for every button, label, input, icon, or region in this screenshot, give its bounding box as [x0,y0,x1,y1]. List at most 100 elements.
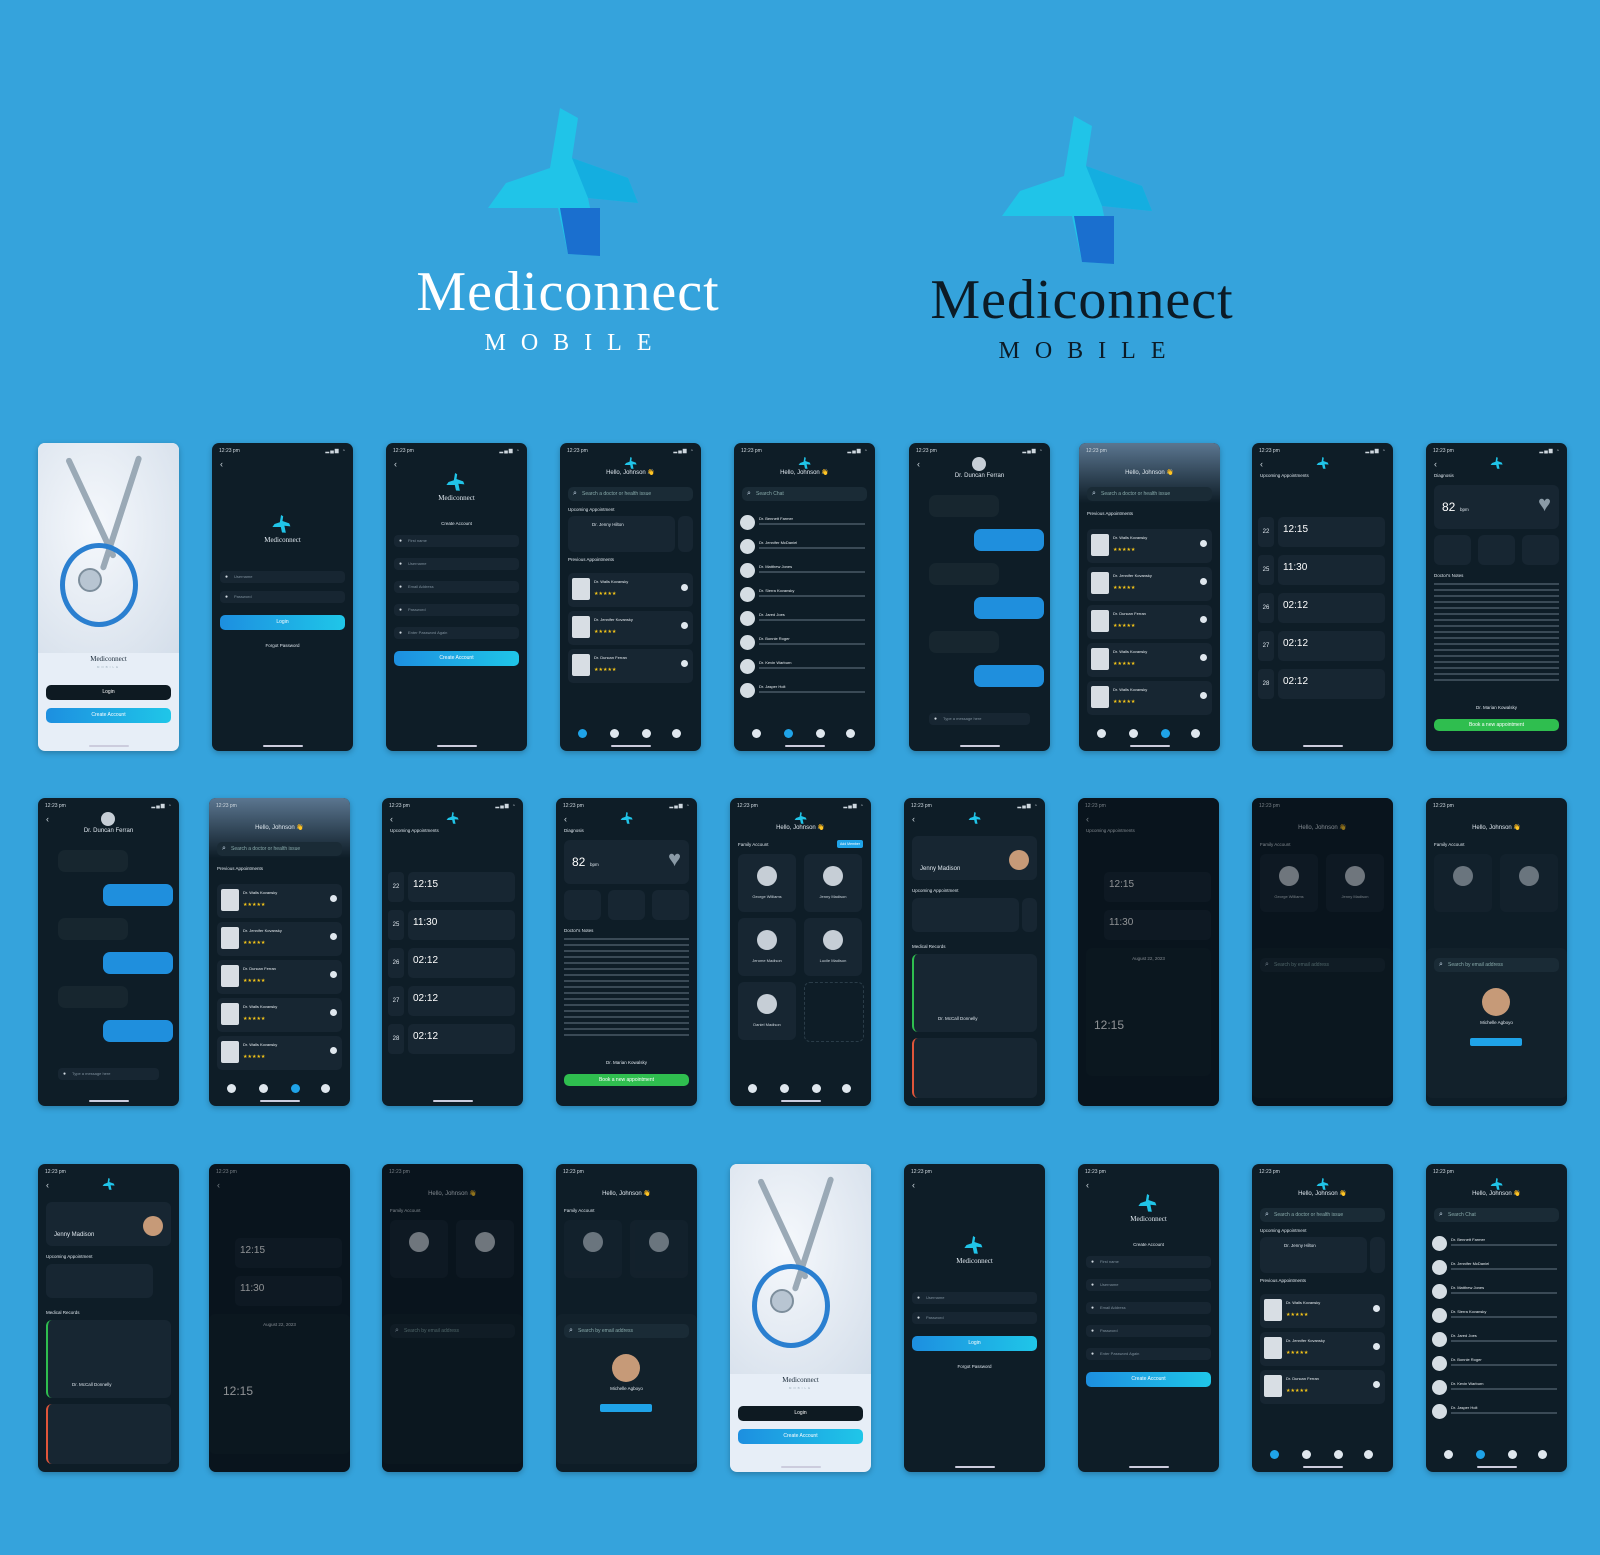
email-search-input[interactable]: Search by email address [1434,958,1559,972]
appointment-card[interactable]: 02:12 [1278,593,1385,623]
back-icon[interactable]: ‹ [46,1180,49,1190]
records-icon[interactable] [291,1084,300,1093]
back-icon[interactable]: ‹ [1086,814,1089,824]
record-card[interactable] [46,1404,171,1464]
search-sheet[interactable]: Search by email address Michelle Agboyo [1426,948,1567,1098]
chat-item[interactable]: Dr. Kevin Warburn [740,657,869,677]
chat-item[interactable]: Dr. Sierra Kovansky [740,585,869,605]
date-sheet[interactable]: August 22, 2023 12:15 [1086,948,1211,1076]
appointment-card[interactable]: 11:30 [1104,910,1211,940]
back-icon[interactable]: ‹ [912,814,915,824]
appointment-row[interactable]: Dr. Jennifer Kovansky★★★★★ [1087,567,1212,601]
book-appointment-button[interactable]: Book a new appointment [1434,719,1559,731]
search-input[interactable]: Search a doctor or health issue [568,487,693,501]
member-tile[interactable] [390,1220,448,1278]
records-icon[interactable] [816,729,825,738]
search-input[interactable]: Search a doctor or health issue [1087,487,1212,501]
search-input[interactable]: Search a doctor or health issue [217,842,342,856]
back-icon[interactable]: ‹ [1260,459,1263,469]
username-field[interactable]: Username [394,558,519,570]
search-sheet[interactable]: Search by email address [1252,948,1393,1098]
chat-item[interactable]: Dr. Jared Joes [740,609,869,629]
member-tile[interactable]: Daniel Madison [738,982,796,1040]
back-icon[interactable]: ‹ [912,1180,915,1190]
add-member-button[interactable]: Add Member [837,840,863,848]
records-icon[interactable] [812,1084,821,1093]
appointment-card[interactable]: 02:12 [408,1024,515,1054]
appointment-card[interactable]: 02:12 [408,986,515,1016]
appointment-card[interactable]: 02:12 [408,948,515,978]
member-tile[interactable]: Jerome Madison [738,918,796,976]
records-icon[interactable] [1508,1450,1517,1459]
empty-tile[interactable] [804,982,864,1042]
first-name-field[interactable]: First name [394,535,519,547]
date-sheet[interactable]: August 22, 2023 12:15 [209,1314,350,1454]
chat-item[interactable]: Dr. Jasper Holt [740,681,869,701]
record-card[interactable]: Dr. McCall Donnelly [46,1320,171,1398]
password-field[interactable]: Password [220,591,345,603]
profile-icon[interactable] [846,729,855,738]
chat-icon[interactable] [1476,1450,1485,1459]
chat-item[interactable]: Dr. Kevin Warburn [1432,1378,1561,1398]
chat-icon[interactable] [780,1084,789,1093]
password-again-field[interactable]: Enter Password Again [1086,1348,1211,1360]
email-search-input[interactable]: Search by email address [564,1324,689,1338]
member-tile[interactable] [1500,854,1558,912]
appointment-card[interactable]: 02:12 [1278,669,1385,699]
appointment-row[interactable]: Dr. Jennifer Kovansky★★★★★ [568,611,693,645]
appointment-card[interactable]: 12:15 [235,1238,342,1268]
record-card[interactable] [912,1038,1037,1098]
home-icon[interactable] [752,729,761,738]
profile-icon[interactable] [1364,1450,1373,1459]
back-icon[interactable]: ‹ [1086,1180,1089,1190]
email-search-input[interactable]: Search by email address [390,1324,515,1338]
grid-icon[interactable] [1022,898,1037,932]
profile-icon[interactable] [842,1084,851,1093]
chat-item[interactable]: Dr. Bonnie Roger [740,633,869,653]
forgot-password-link[interactable]: Forgot Password [957,1364,992,1369]
records-icon[interactable] [642,729,651,738]
home-icon[interactable] [1444,1450,1453,1459]
back-icon[interactable]: ‹ [1434,459,1437,469]
chat-icon[interactable] [1302,1450,1311,1459]
back-icon[interactable]: ‹ [220,459,223,469]
upcoming-card[interactable] [912,898,1019,932]
appointment-card[interactable]: 12:15 [1104,872,1211,902]
appointment-row[interactable]: Dr. Walls Kovansky★★★★★ [217,1036,342,1070]
chat-item[interactable]: Dr. Jared Joes [1432,1330,1561,1350]
chat-icon[interactable] [784,729,793,738]
back-icon[interactable]: ‹ [394,459,397,469]
login-button[interactable]: Login [912,1336,1037,1351]
member-tile[interactable] [1434,854,1492,912]
forgot-password-link[interactable]: Forgot Password [265,643,300,648]
records-icon[interactable] [1161,729,1170,738]
login-button[interactable]: Login [220,615,345,630]
search-input[interactable]: Search Chat [742,487,867,501]
records-icon[interactable] [1334,1450,1343,1459]
chat-item[interactable]: Dr. Jasper Holt [1432,1402,1561,1422]
chat-icon[interactable] [610,729,619,738]
login-button[interactable]: Login [738,1406,863,1421]
appointment-card[interactable]: 12:15 [408,872,515,902]
appointment-row[interactable]: Dr. Walls Kovansky★★★★★ [217,998,342,1032]
appointment-row[interactable]: Dr. Walls Kovansky★★★★★ [217,884,342,918]
create-account-button[interactable]: Create Account [738,1429,863,1444]
username-field[interactable]: Username [220,571,345,583]
grid-icon[interactable] [1370,1237,1385,1273]
appointment-row[interactable]: Dr. Duncan Ferran★★★★★ [1260,1370,1385,1404]
appointment-card[interactable]: 12:15 [1278,517,1385,547]
back-icon[interactable]: ‹ [917,459,920,469]
create-account-button[interactable]: Create Account [394,651,519,666]
member-tile[interactable]: Jenny Madison [804,854,862,912]
member-tile[interactable] [564,1220,622,1278]
username-field[interactable]: Username [912,1292,1037,1304]
grid-icon[interactable] [678,516,693,552]
profile-icon[interactable] [1191,729,1200,738]
create-account-button[interactable]: Create Account [46,708,171,723]
message-input[interactable]: Type a message here [58,1068,159,1080]
member-tile[interactable]: George Williams [738,854,796,912]
appointment-row[interactable]: Dr. Duncan Ferran★★★★★ [1087,605,1212,639]
login-button[interactable]: Login [46,685,171,700]
back-icon[interactable]: ‹ [46,814,49,824]
member-tile[interactable] [630,1220,688,1278]
